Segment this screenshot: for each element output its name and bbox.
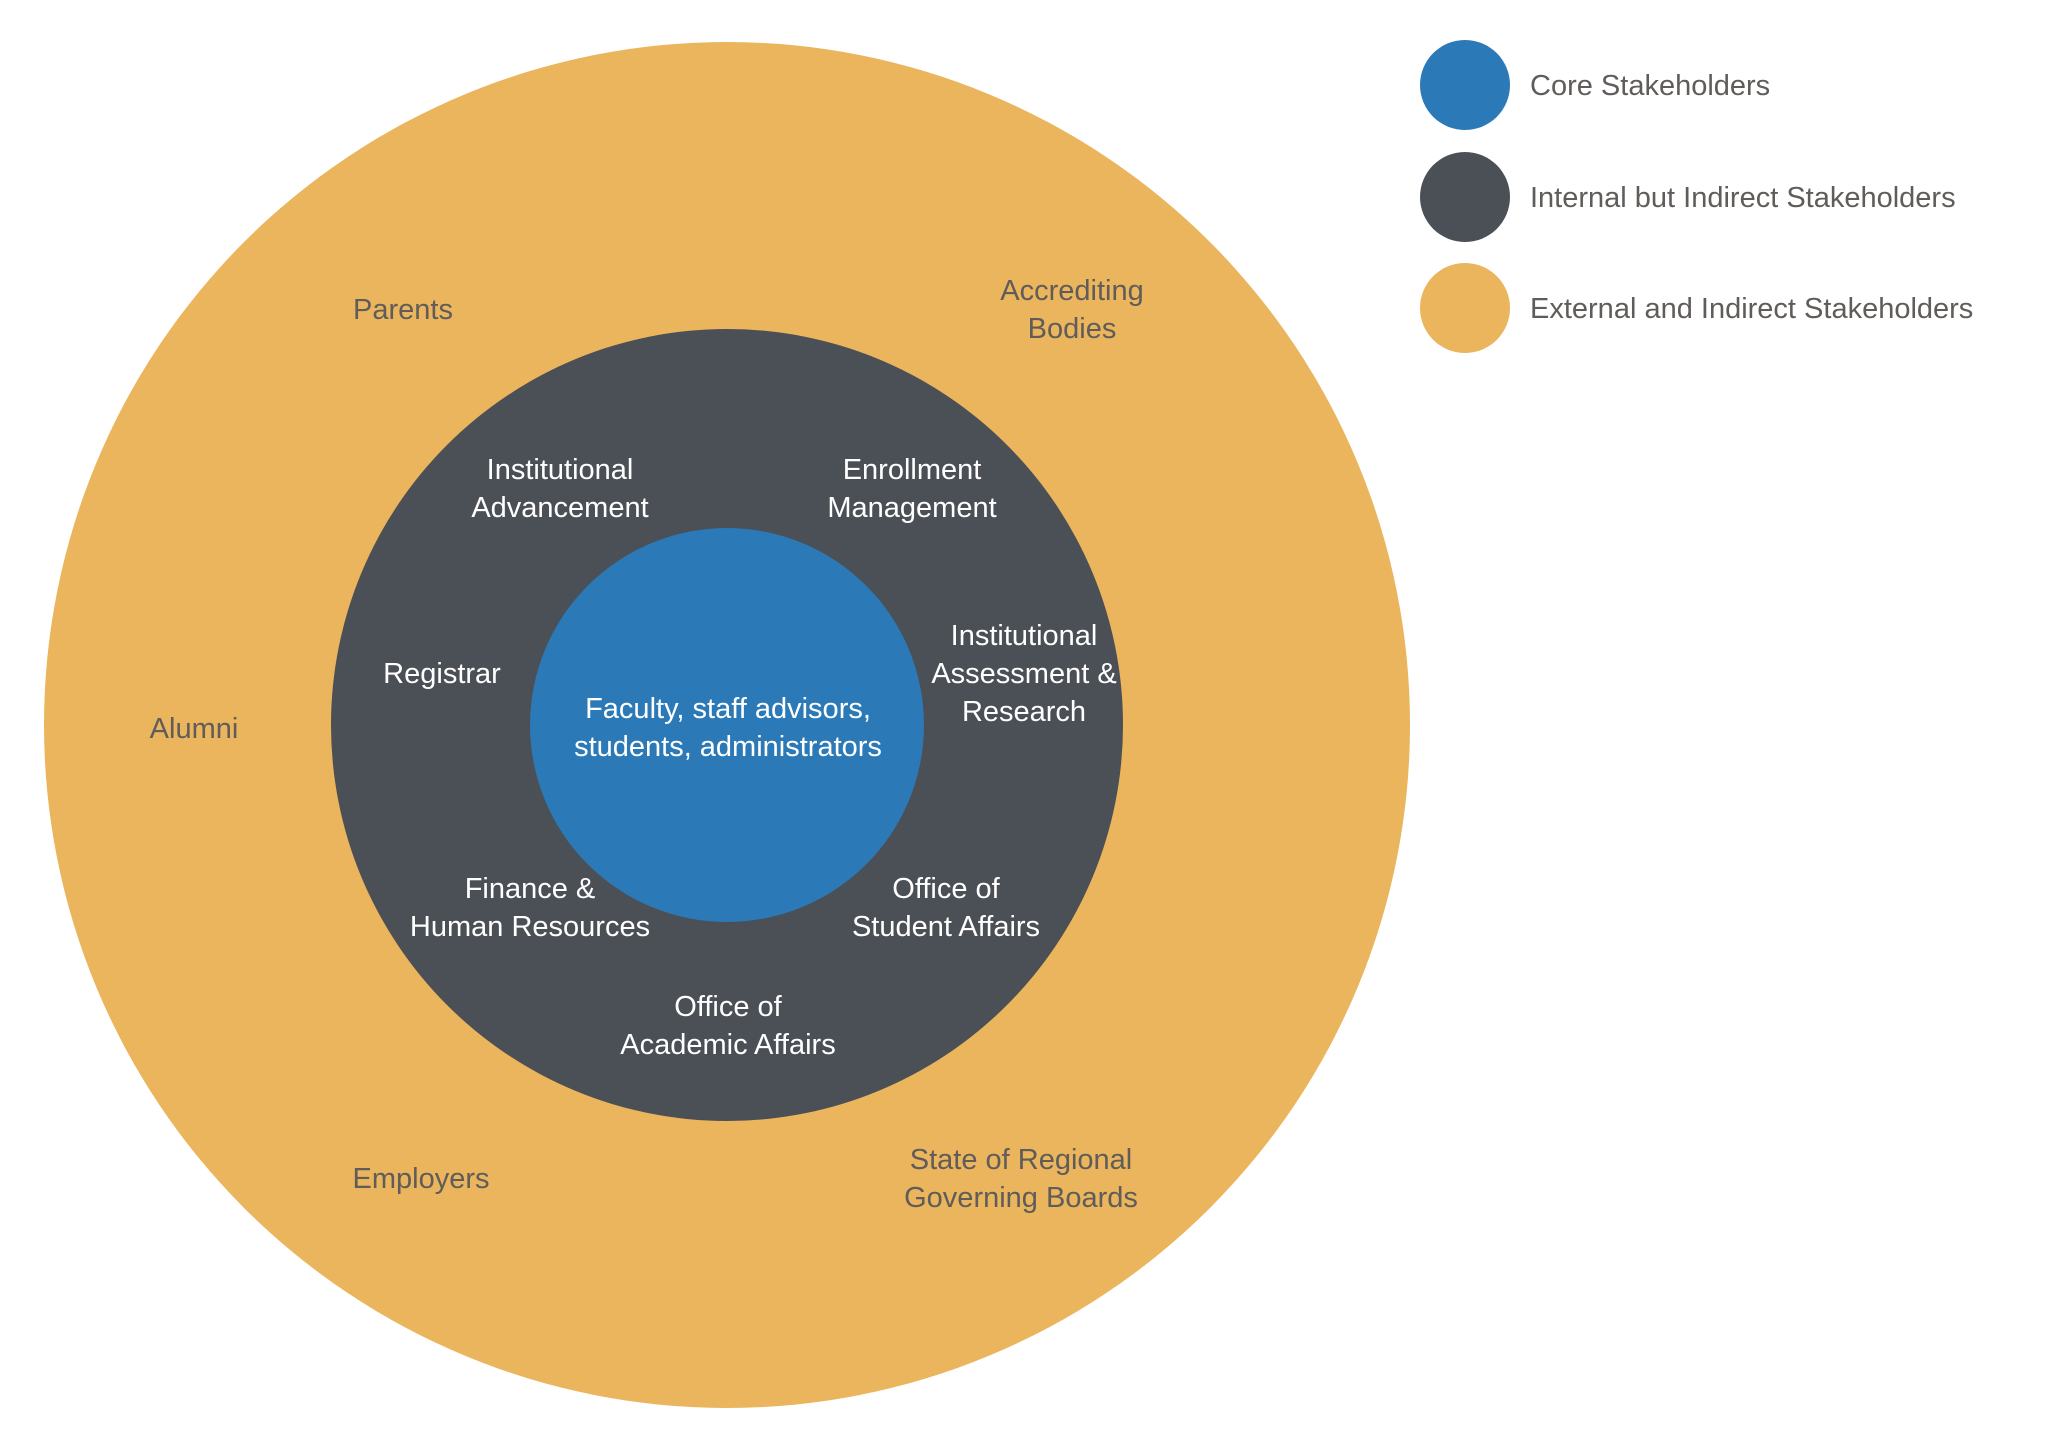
label-line: Assessment &: [931, 658, 1116, 690]
internal-stakeholder-label: Finance & Human Resources: [410, 873, 650, 943]
label-line: Faculty, staff advisors,: [585, 693, 871, 725]
internal-stakeholder-label: Registrar: [383, 658, 501, 690]
label-line: State of Regional: [910, 1144, 1132, 1176]
core-stakeholders-circle: [530, 528, 924, 922]
legend-item-core: Core Stakeholders: [1420, 40, 1770, 130]
external-stakeholder-label: Parents: [353, 294, 453, 326]
label-line: Employers: [353, 1163, 490, 1195]
label-line: Parents: [353, 294, 453, 326]
internal-stakeholder-label: Office of Academic Affairs: [620, 991, 835, 1061]
legend-label-core: Core Stakeholders: [1530, 70, 1770, 102]
label-line: Registrar: [383, 658, 501, 690]
label-line: Office of: [892, 873, 1000, 905]
legend-swatch-external: [1420, 263, 1510, 353]
legend-label-external: External and Indirect Stakeholders: [1530, 293, 1973, 325]
label-line: Academic Affairs: [620, 1029, 835, 1061]
rings: [44, 42, 1410, 1408]
label-line: Advancement: [471, 492, 648, 524]
label-line: Human Resources: [410, 911, 650, 943]
core-stakeholder-label: Faculty, staff advisors, students, admini…: [574, 693, 882, 763]
label-line: Student Affairs: [852, 911, 1040, 943]
internal-stakeholder-label: Office of Student Affairs: [852, 873, 1040, 943]
legend-swatch-core: [1420, 40, 1510, 130]
external-stakeholder-label: Alumni: [150, 713, 239, 745]
label-line: Institutional: [951, 620, 1098, 652]
legend-item-external: External and Indirect Stakeholders: [1420, 263, 1973, 353]
label-line: Research: [962, 696, 1086, 728]
label-line: Alumni: [150, 713, 239, 745]
legend-label-internal: Internal but Indirect Stakeholders: [1530, 182, 1956, 214]
legend-swatch-internal: [1420, 152, 1510, 242]
label-line: Accrediting: [1000, 275, 1143, 307]
label-line: Institutional: [487, 454, 634, 486]
legend-item-internal: Internal but Indirect Stakeholders: [1420, 152, 1956, 242]
label-line: Office of: [674, 991, 782, 1023]
label-line: Bodies: [1028, 313, 1117, 345]
external-stakeholder-label: Employers: [353, 1163, 490, 1195]
label-line: Enrollment: [843, 454, 982, 486]
label-line: Management: [827, 492, 996, 524]
label-line: Governing Boards: [904, 1182, 1138, 1214]
label-line: Finance &: [465, 873, 596, 905]
label-line: students, administrators: [574, 731, 882, 763]
